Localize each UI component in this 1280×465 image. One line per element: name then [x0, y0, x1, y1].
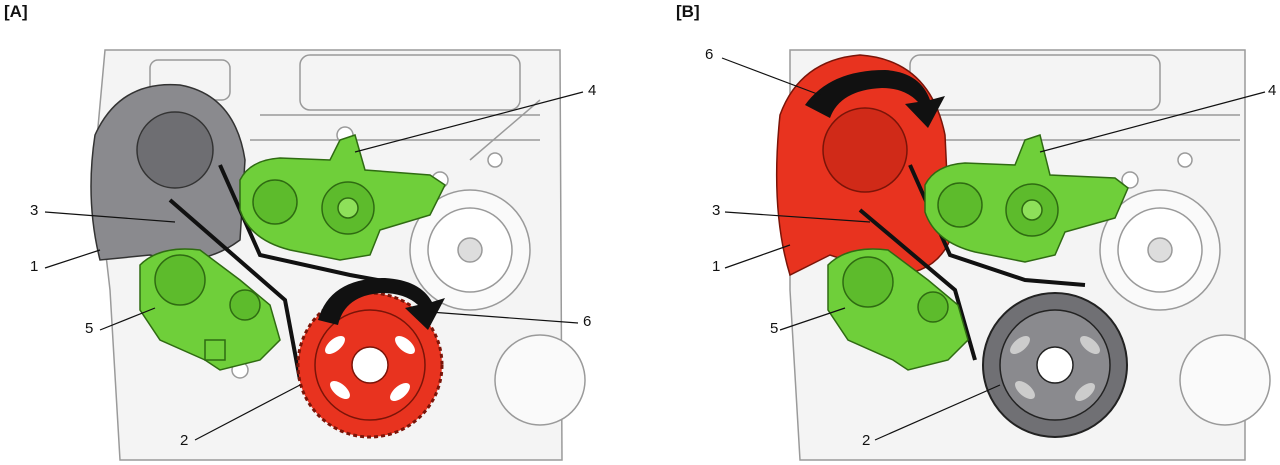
callout-b-1: 1 [712, 258, 721, 275]
callout-b-2: 2 [862, 432, 871, 449]
callout-b-4: 4 [1268, 82, 1277, 99]
panel-a-diagram [44, 49, 586, 461]
callout-a-5: 5 [85, 320, 94, 337]
callout-b-5: 5 [770, 320, 779, 337]
rotation-arrow-a [318, 278, 445, 330]
callout-a-1: 1 [30, 258, 39, 275]
leader-lines-b [721, 57, 1266, 441]
rotation-arrow-b [805, 70, 945, 128]
tensioner-lower-a [139, 248, 281, 371]
callout-a-4: 4 [588, 82, 597, 99]
callout-b-3: 3 [712, 202, 721, 219]
leader-lines-a [44, 91, 584, 441]
tensioner-upper-b [924, 134, 1129, 263]
tensioner-upper-a [239, 134, 446, 261]
callout-a-6: 6 [583, 313, 592, 330]
callout-a-3: 3 [30, 202, 39, 219]
panel-b-label: [B] [676, 2, 700, 21]
panel-a-label: [A] [4, 2, 28, 21]
callout-a-2: 2 [180, 432, 189, 449]
crank-pulley-b [982, 292, 1128, 438]
tensioner-lower-b [827, 248, 969, 371]
cover-a [90, 83, 246, 261]
panel-b-diagram [721, 49, 1271, 461]
callout-b-6: 6 [705, 46, 714, 63]
